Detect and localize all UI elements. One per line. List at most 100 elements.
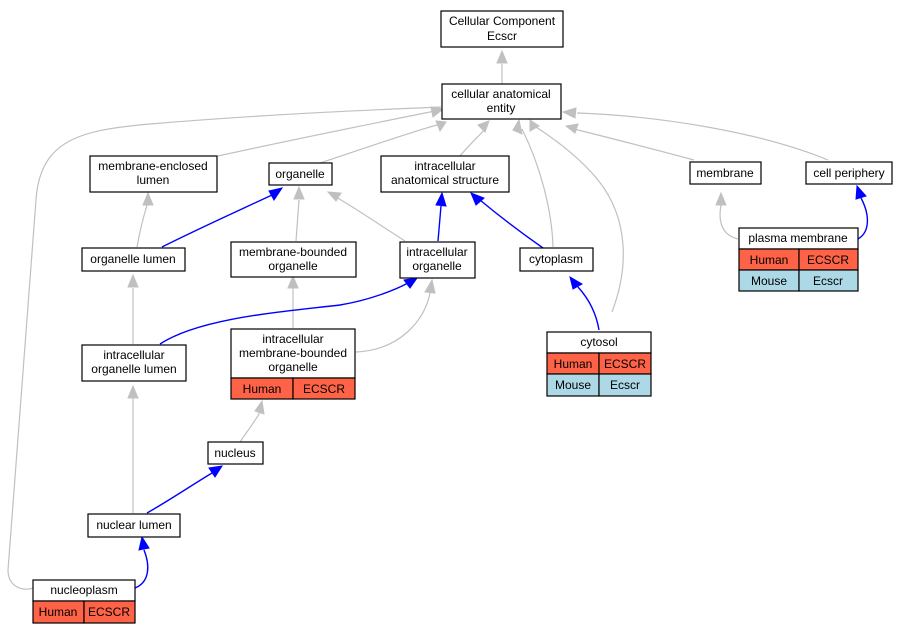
- node-intracellular-organelle[interactable]: intracellular organelle: [399, 241, 476, 279]
- arrow-to-nuclumen-from-nucleoplasm: [138, 535, 150, 551]
- node-label-line: lumen: [137, 173, 170, 187]
- edge-nuclumen-to-nucleus: [146, 472, 213, 514]
- edge-mel-to-cae: [217, 109, 441, 157]
- annotation-species: Human: [39, 605, 78, 619]
- edge-cytoplasm-to-cae: [521, 128, 554, 248]
- edge-pm-to-membrane: [719, 204, 739, 240]
- annotation-cell: [292, 377, 356, 400]
- node-label-line: plasma membrane: [748, 231, 848, 245]
- edge-cytoplasm-to-ias: [479, 199, 544, 249]
- annotation-gene: Ecscr: [610, 378, 640, 392]
- arrow-to-cytoplasm-from-cytosol: [569, 275, 584, 290]
- node-label-line: cytosol: [580, 335, 617, 349]
- nodes-layer: Cellular Component Ecscr cellular anatom…: [32, 10, 893, 624]
- arrow-to-mbo: [287, 274, 299, 289]
- node-nuclear-lumen[interactable]: nuclear lumen: [87, 513, 181, 538]
- edge-imbo-to-intorg: [355, 292, 431, 353]
- edge-orglumen-to-mel: [136, 204, 148, 248]
- node-label-line: cell periphery: [813, 166, 884, 180]
- node-nucleoplasm[interactable]: nucleoplasm Human ECSCR: [32, 579, 136, 624]
- annotation-species: Mouse: [751, 274, 787, 288]
- annotation-gene: ECSCR: [604, 357, 646, 371]
- arrow-to-mel: [142, 191, 154, 206]
- node-plasma-membrane[interactable]: plasma membrane Human ECSCR Mouse Ecscr: [738, 227, 859, 292]
- node-cellular-anatomical-entity[interactable]: cellular anatomical entity: [441, 83, 562, 120]
- edge-nucleoplasm-to-cae: [7, 106, 442, 590]
- arrow-to-nucleus-from-nuclumen: [208, 465, 224, 478]
- node-label-line: Ecscr: [487, 29, 517, 43]
- annotation-gene: ECSCR: [807, 253, 849, 267]
- edge-cellper-to-cae: [576, 112, 829, 161]
- node-label-line: cellular anatomical: [451, 87, 550, 101]
- node-membrane[interactable]: membrane: [689, 161, 762, 185]
- node-label-line: cytoplasm: [529, 252, 583, 266]
- annotation-cell: [83, 600, 136, 624]
- arrow-to-cae-from-mel: [430, 106, 445, 118]
- node-label-line: intracellular: [262, 332, 323, 346]
- edge-pm-to-cellper: [857, 197, 869, 240]
- arrow-to-cellper: [855, 184, 867, 200]
- node-cytoplasm[interactable]: cytoplasm: [519, 247, 594, 272]
- edge-intorg-to-organelle: [335, 196, 406, 242]
- arrow-to-intorg-from-iol: [403, 277, 419, 289]
- arrow-to-cae-from-membrane: [564, 123, 579, 134]
- arrow-to-organelle-from-intorg: [326, 191, 342, 202]
- annotation-gene: ECSCR: [303, 382, 345, 396]
- edge-mbo-to-organelle: [295, 199, 300, 242]
- node-intracellular-organelle-lumen[interactable]: intracellular organelle lumen: [81, 344, 187, 382]
- arrow-to-cae-from-cytosol: [529, 119, 540, 132]
- annotation-gene: Ecscr: [813, 274, 843, 288]
- arrow-to-ias-from-intorg: [435, 191, 447, 207]
- edge-cytosol-to-cytoplasm: [577, 286, 600, 331]
- node-label-line: anatomical structure: [391, 173, 499, 187]
- node-organelle[interactable]: organelle: [268, 162, 333, 186]
- arrow-to-root: [496, 49, 508, 64]
- arrow-to-imbo: [254, 399, 265, 415]
- node-label-line: nuclear lumen: [96, 518, 171, 532]
- arrow-to-cae-from-ias: [477, 120, 490, 133]
- node-cellular-component[interactable]: Cellular Component Ecscr: [440, 10, 564, 48]
- annotation-gene: ECSCR: [88, 605, 130, 619]
- node-label-line: organelle: [268, 259, 318, 273]
- annotation-cell: [598, 373, 652, 397]
- node-membrane-enclosed-lumen[interactable]: membrane-enclosed lumen: [89, 155, 218, 193]
- edge-intorg-to-ias: [437, 205, 442, 242]
- node-organelle-lumen[interactable]: organelle lumen: [81, 247, 186, 272]
- arrow-to-ias-from-cytoplasm: [470, 192, 485, 206]
- node-label-line: nucleoplasm: [50, 583, 117, 597]
- node-membrane-bounded-organelle[interactable]: membrane-bounded organelle: [230, 241, 357, 278]
- node-label-line: entity: [487, 101, 516, 115]
- arrow-to-membrane: [715, 191, 727, 206]
- edge-nucleoplasm-to-nuclumen: [134, 549, 149, 589]
- edge-iol-to-intorg: [159, 282, 409, 345]
- node-label-line: nucleus: [214, 446, 255, 460]
- node-cytosol[interactable]: cytosol Human ECSCR Mouse Ecscr: [546, 331, 652, 397]
- node-label-line: organelle: [412, 259, 462, 273]
- arrow-to-cae-from-cellper: [561, 107, 577, 119]
- node-label-line: intracellular: [406, 245, 467, 259]
- node-label-line: organelle lumen: [91, 362, 176, 376]
- node-label-line: membrane-enclosed: [98, 159, 207, 173]
- annotation-species: Mouse: [555, 378, 591, 392]
- annotation-species: Human: [554, 357, 593, 371]
- node-label-line: Cellular Component: [449, 14, 556, 28]
- arrow-to-orglumen: [127, 273, 139, 288]
- annotation-cell: [798, 269, 859, 292]
- edge-cytosol-to-cae: [535, 126, 624, 313]
- node-cell-periphery[interactable]: cell periphery: [805, 161, 893, 185]
- node-label-line: intracellular: [103, 348, 164, 362]
- node-label-line: membrane-bounded: [239, 245, 347, 259]
- node-label-line: membrane-bounded: [239, 346, 347, 360]
- node-label-line: intracellular: [414, 159, 475, 173]
- node-intracellular-anatomical-structure[interactable]: intracellular anatomical structure: [380, 155, 510, 193]
- arrow-to-organelle-from-orglumen: [268, 187, 284, 201]
- node-intracellular-membrane-bounded-organelle[interactable]: intracellular membrane-bounded organelle…: [230, 328, 356, 400]
- node-label-line: organelle lumen: [90, 252, 175, 266]
- node-label-line: organelle: [268, 360, 318, 374]
- arrow-to-iol: [127, 384, 139, 399]
- edge-organelle-to-cae: [319, 122, 445, 164]
- edge-nucleus-to-imbo: [239, 411, 261, 443]
- node-nucleus[interactable]: nucleus: [207, 441, 264, 465]
- arrow-to-cae-from-organelle: [435, 120, 447, 133]
- annotation-species: Human: [750, 253, 789, 267]
